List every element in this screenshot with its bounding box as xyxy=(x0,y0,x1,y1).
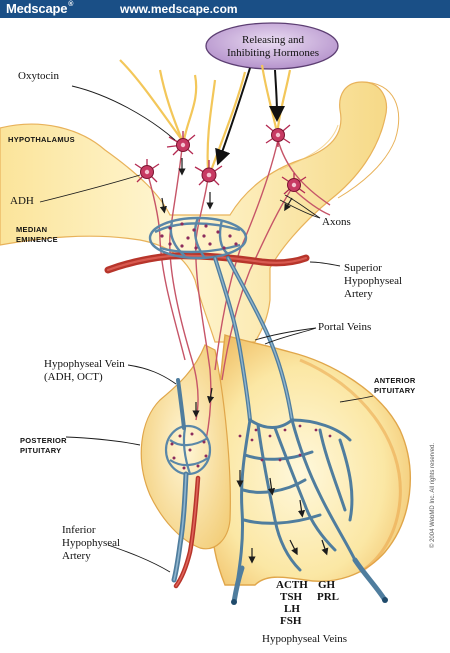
hypvein-line2: (ADH, OCT) xyxy=(44,371,103,383)
hypvein-line1: Hypophyseal Vein xyxy=(44,358,125,370)
registered-mark: ® xyxy=(68,1,74,8)
label-axons: Axons xyxy=(322,216,351,228)
median-line1: MEDIAN xyxy=(16,225,48,234)
nerve-fibers xyxy=(119,59,292,171)
hormone-acth: ACTH xyxy=(276,579,308,591)
neuron-right xyxy=(281,173,307,195)
label-median-eminence: MEDIAN EMINENCE xyxy=(16,225,58,245)
hypothalamus-fold xyxy=(337,81,400,199)
leader-lines xyxy=(39,85,374,573)
flow-arrows xyxy=(159,158,329,564)
axon-tracts xyxy=(147,139,331,441)
hormone-gh: GH xyxy=(318,579,336,591)
anterior-pituitary-rim xyxy=(299,358,402,574)
hormone-prl: PRL xyxy=(317,591,339,603)
neuron-oxytocin xyxy=(166,131,196,156)
label-superior-hypophyseal-artery: Superior Hypophyseal Artery xyxy=(344,262,402,301)
label-hypophyseal-vein: Hypophyseal Vein (ADH, OCT) xyxy=(44,358,125,384)
neuron-adh xyxy=(134,159,160,183)
superior-line3: Artery xyxy=(344,288,373,300)
posterior-pituitary-shape xyxy=(140,344,231,550)
label-hypophyseal-veins: Hypophyseal Veins xyxy=(262,633,348,645)
neuron-center xyxy=(194,160,223,186)
site-url-link[interactable]: www.medscape.com xyxy=(120,2,238,16)
anterior-dots xyxy=(238,424,332,462)
hormone-arrows xyxy=(215,67,285,166)
label-posterior-pituitary: POSTERIOR PITUITARY xyxy=(20,436,67,456)
copyright-notice: © 2004 WebMD Inc. All rights reserved. xyxy=(430,442,436,548)
inferior-line1: Inferior xyxy=(62,524,96,536)
median-line2: EMINENCE xyxy=(16,235,58,244)
releasing-hormones-label: Releasing and Inhibiting Hormones xyxy=(207,23,339,70)
primary-capillary-plexus xyxy=(148,216,248,260)
releasing-line2: Inhibiting Hormones xyxy=(227,46,319,59)
hypophyseal-vein-upper xyxy=(176,378,186,430)
neuron-cells xyxy=(134,124,307,195)
anterior-line2: PITUITARY xyxy=(374,386,416,395)
inferior-line3: Artery xyxy=(62,550,91,562)
anterior-line1: ANTERIOR xyxy=(374,376,416,385)
neuron-releasing xyxy=(265,124,291,147)
label-hypothalamus: HYPOTHALAMUS xyxy=(8,135,75,144)
hypothalamus-tissue xyxy=(0,81,387,343)
posterior-dots xyxy=(170,432,208,470)
releasing-line1: Releasing and xyxy=(241,33,304,46)
logo-text: Medscape xyxy=(6,1,68,16)
superior-line1: Superior xyxy=(344,262,382,274)
label-portal-veins: Portal Veins xyxy=(318,321,372,333)
plexus-dots xyxy=(160,222,238,250)
medscape-logo[interactable]: Medscape® xyxy=(6,1,73,16)
header-bar: Medscape® www.medscape.com xyxy=(0,0,450,18)
hypothalamus-highlight xyxy=(279,124,339,171)
label-anterior-pituitary: ANTERIOR PITUITARY xyxy=(374,376,416,396)
hormone-fsh: FSH xyxy=(280,615,302,627)
releasing-hormones-bubble xyxy=(205,22,339,70)
label-inferior-hypophyseal-artery: Inferior Hypophyseal Artery xyxy=(62,524,120,563)
hormone-tsh: TSH xyxy=(280,591,303,603)
label-oxytocin: Oxytocin xyxy=(18,70,59,82)
inferior-line2: Hypophyseal xyxy=(62,537,121,549)
superior-line2: Hypophyseal xyxy=(344,275,403,287)
hormone-lh: LH xyxy=(284,603,300,615)
posterior-line2: PITUITARY xyxy=(20,446,62,455)
posterior-line1: POSTERIOR xyxy=(20,436,67,445)
label-adh: ADH xyxy=(10,195,34,207)
